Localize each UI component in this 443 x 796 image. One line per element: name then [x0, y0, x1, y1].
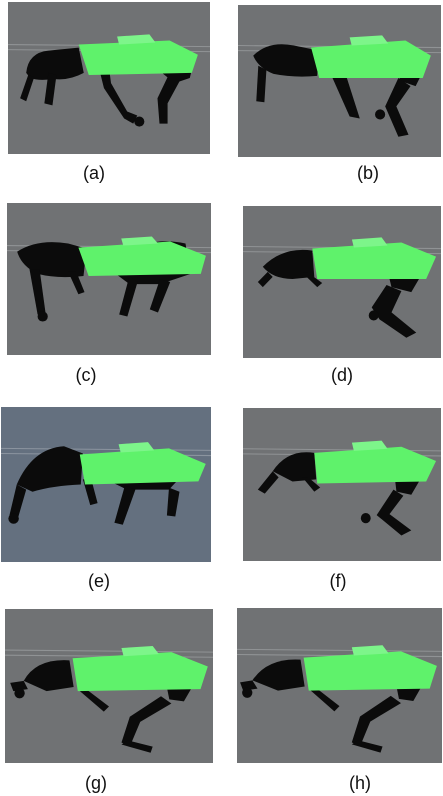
panel-a-caption: (a)	[83, 163, 105, 183]
panel-c-image	[7, 203, 211, 355]
panel-h-caption: (h)	[349, 773, 371, 793]
robot-frame-b	[238, 5, 441, 157]
panel-g-caption: (g)	[85, 773, 107, 793]
panel-d-image	[243, 206, 441, 358]
panel-b-image	[238, 5, 441, 157]
panel-e-image	[1, 407, 211, 562]
robot-frame-h	[237, 608, 442, 763]
robot-frame-a	[8, 2, 210, 154]
panel-g-image	[5, 609, 213, 763]
panel-e-caption: (e)	[88, 571, 110, 591]
panel-c-caption: (c)	[75, 365, 97, 385]
robot-frame-g	[5, 609, 213, 763]
panel-f-image	[243, 408, 441, 561]
robot-frame-f	[243, 408, 441, 561]
robot-frame-d	[243, 206, 441, 358]
panel-h-image	[237, 608, 442, 763]
panel-a-image	[8, 2, 210, 154]
panel-f-caption: (f)	[329, 571, 347, 591]
panel-d-caption: (d)	[331, 365, 353, 385]
robot-frame-e	[1, 407, 211, 562]
panel-b-caption: (b)	[357, 163, 379, 183]
robot-frame-c	[7, 203, 211, 355]
